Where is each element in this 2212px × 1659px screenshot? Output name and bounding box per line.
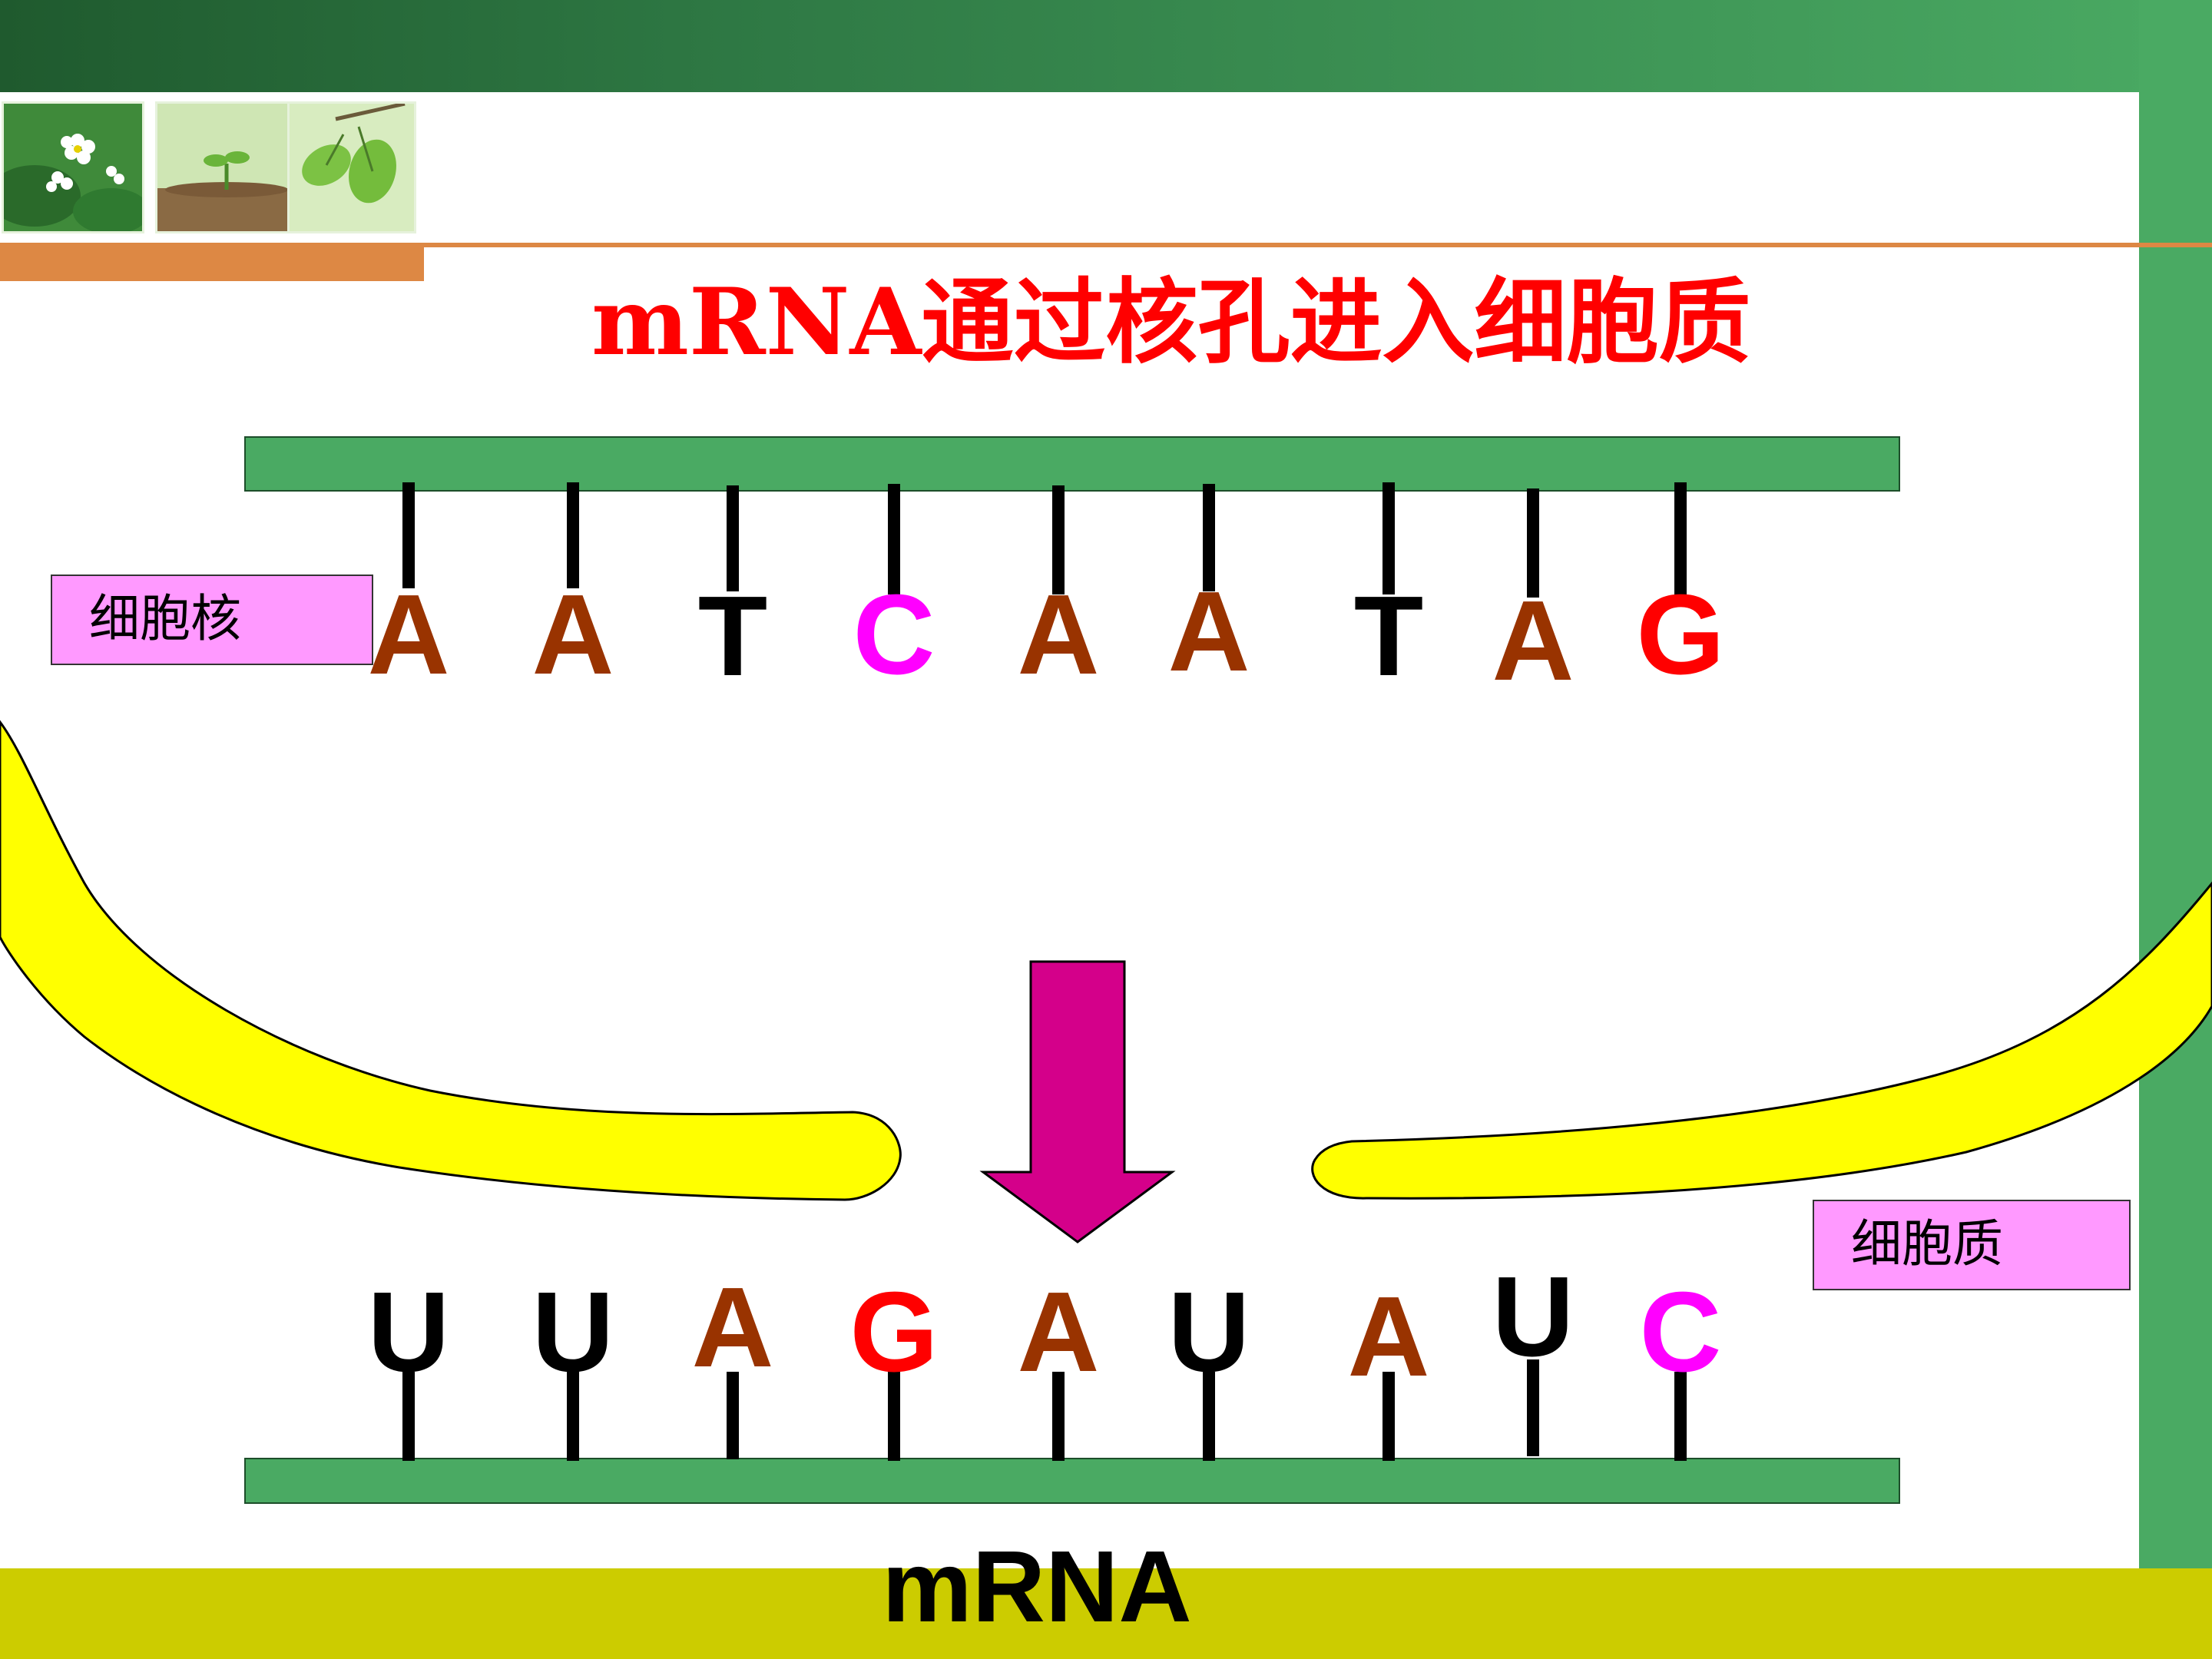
mrna-base-stick <box>1052 1372 1065 1461</box>
dna-base-stick <box>402 482 415 588</box>
dna-base-letter: C <box>853 571 935 698</box>
orange-accent-bar <box>0 243 424 281</box>
dna-base-stick <box>1674 482 1687 594</box>
top-green-band <box>0 0 2212 92</box>
mrna-base-letter: U <box>367 1269 450 1396</box>
mrna-base-letter: U <box>1492 1253 1575 1380</box>
flower-photo <box>0 101 150 234</box>
nucleus-label: 细胞核 <box>51 575 373 665</box>
mrna-base-letter: U <box>1167 1269 1250 1396</box>
dna-base-letter: T <box>1353 573 1424 700</box>
dna-strand <box>244 436 1900 492</box>
mrna-base-letter: U <box>531 1269 614 1396</box>
dna-base-stick <box>567 482 579 588</box>
mrna-strand <box>244 1458 1900 1504</box>
mrna-caption: mRNA <box>882 1530 1192 1643</box>
mrna-base-stick <box>1527 1359 1539 1456</box>
dna-base-stick <box>727 485 739 591</box>
dna-base-letter: A <box>1167 568 1250 695</box>
dna-base-letter: A <box>1017 571 1100 698</box>
nuclear-membrane-right <box>1311 881 2212 1200</box>
mrna-base-stick <box>402 1372 415 1461</box>
orange-accent-line <box>424 243 2212 247</box>
down-arrow-icon <box>979 960 1176 1243</box>
nuclear-membrane-left <box>0 720 902 1201</box>
dna-base-stick <box>1052 485 1065 594</box>
dna-base-letter: T <box>697 573 768 700</box>
dna-base-stick <box>888 484 900 594</box>
mrna-base-stick <box>888 1372 900 1461</box>
dna-base-stick <box>1527 488 1539 598</box>
mrna-base-stick <box>1382 1372 1395 1461</box>
mrna-base-letter: A <box>1017 1269 1100 1396</box>
bottom-yellow-band <box>0 1568 2212 1659</box>
dna-base-letter: A <box>1492 578 1575 704</box>
dna-base-letter: A <box>531 571 614 698</box>
mrna-base-letter: G <box>849 1269 939 1396</box>
mrna-base-letter: C <box>1639 1269 1722 1396</box>
leaf-photo <box>287 101 416 233</box>
mrna-base-letter: A <box>1347 1273 1430 1400</box>
right-green-band <box>2139 0 2212 1621</box>
mrna-base-stick <box>1674 1372 1687 1461</box>
mrna-base-stick <box>567 1372 579 1461</box>
slide-title: mRNA通过核孔进入细胞质 <box>591 268 1751 376</box>
mrna-base-letter: A <box>691 1264 774 1391</box>
dna-base-letter: A <box>367 571 450 698</box>
mrna-base-stick <box>1203 1372 1215 1461</box>
dna-base-stick <box>1382 482 1395 594</box>
dna-base-stick <box>1203 484 1215 591</box>
cytoplasm-label: 细胞质 <box>1813 1200 2131 1290</box>
dna-base-letter: G <box>1636 571 1725 698</box>
mrna-base-stick <box>727 1372 739 1459</box>
